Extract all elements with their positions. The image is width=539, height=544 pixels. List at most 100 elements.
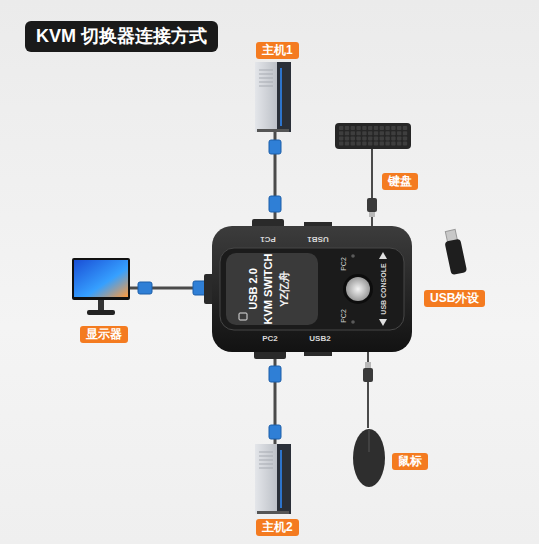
- key: [368, 131, 372, 135]
- key: [356, 126, 360, 130]
- tower-foot: [257, 129, 289, 132]
- key: [403, 131, 407, 135]
- switch-button: [346, 277, 370, 301]
- key: [380, 126, 384, 130]
- vga-plug: [269, 140, 281, 154]
- switch-label: USB2: [309, 335, 330, 343]
- device-tag: 键盘: [382, 173, 418, 190]
- key: [345, 136, 349, 140]
- tower-front: [277, 444, 291, 514]
- key: [356, 131, 360, 135]
- switch-label: PC1: [260, 235, 276, 243]
- key: [339, 136, 343, 140]
- key: [368, 136, 372, 140]
- key: [356, 136, 360, 140]
- vga-plug: [269, 366, 281, 382]
- tower-vent: [259, 82, 273, 83]
- key: [385, 126, 389, 130]
- device-tag: USB外设: [424, 290, 485, 307]
- tower-side: [255, 62, 279, 132]
- usb-plug: [363, 368, 373, 382]
- switch-label: PC2: [262, 335, 278, 343]
- switch-body: [212, 226, 412, 352]
- key: [368, 142, 372, 146]
- key: [380, 131, 384, 135]
- switch-label: PC2: [340, 309, 347, 323]
- mouse-illustration: [352, 428, 386, 488]
- usb-plug-tip: [365, 362, 371, 368]
- arrow-up: [379, 252, 387, 259]
- device-node: 主机1: [255, 62, 291, 132]
- device-tag: 鼠标: [392, 453, 428, 470]
- switch-label: PC2: [340, 257, 347, 271]
- key: [339, 131, 343, 135]
- key: [345, 142, 349, 146]
- tower-side: [255, 444, 279, 514]
- tower-vent: [259, 70, 273, 71]
- key: [362, 136, 366, 140]
- switch-face: [220, 248, 404, 330]
- tower-vent: [259, 468, 273, 469]
- monitor-screen: [74, 260, 128, 297]
- tower-light: [280, 68, 282, 126]
- key: [397, 126, 401, 130]
- tower-illustration: [255, 62, 291, 132]
- device-node: 显示器: [72, 258, 130, 316]
- vga-plug: [269, 196, 281, 212]
- tower-vent: [259, 456, 273, 457]
- key: [356, 142, 360, 146]
- monitor-frame: [72, 258, 130, 300]
- key: [391, 142, 395, 146]
- key: [397, 136, 401, 140]
- device-node: 键盘: [335, 123, 411, 149]
- keyboard-illustration: [335, 123, 411, 149]
- device-tag: 主机1: [256, 42, 299, 59]
- led: [351, 254, 355, 258]
- vga-plug: [138, 282, 152, 294]
- key: [380, 142, 384, 146]
- tower-vent: [259, 464, 273, 465]
- key: [391, 131, 395, 135]
- key: [339, 126, 343, 130]
- device-node: 鼠标: [352, 428, 386, 488]
- key: [362, 131, 366, 135]
- usb-plug-tip: [369, 212, 375, 217]
- mouse-split: [369, 430, 370, 452]
- tower-front: [277, 62, 291, 132]
- key: [403, 142, 407, 146]
- key: [362, 142, 366, 146]
- key: [385, 136, 389, 140]
- tower-light: [280, 450, 282, 508]
- usb-plug: [367, 198, 377, 212]
- switch-label: KVM SWITCH: [263, 254, 274, 325]
- key: [385, 131, 389, 135]
- key: [391, 126, 395, 130]
- monitor-illustration: [72, 258, 130, 316]
- key: [397, 142, 401, 146]
- key: [397, 131, 401, 135]
- mouse-body: [353, 429, 385, 487]
- kvm-switch: PC1USB1USB 2.0KVM SWITCHYZ亿舟PC2PC2PC2USB…: [212, 226, 412, 352]
- key: [368, 126, 372, 130]
- tower-foot: [257, 511, 289, 514]
- device-node: USB外设: [443, 230, 467, 276]
- key: [345, 126, 349, 130]
- key: [374, 136, 378, 140]
- button-ring: [343, 274, 373, 304]
- switch-label: USB 2.0: [248, 268, 259, 310]
- key: [374, 131, 378, 135]
- device-tag: 主机2: [256, 519, 299, 536]
- tower-vent: [259, 74, 273, 75]
- switch-panel: [226, 253, 318, 325]
- arrow-down: [379, 319, 387, 326]
- key: [403, 136, 407, 140]
- key: [351, 126, 355, 130]
- led: [351, 320, 355, 324]
- key: [345, 131, 349, 135]
- tower-vent: [259, 78, 273, 79]
- device-tag: 显示器: [80, 326, 128, 343]
- key: [351, 136, 355, 140]
- switch-label: USB CONSOLE: [380, 263, 387, 314]
- device-node: 主机2: [255, 444, 291, 514]
